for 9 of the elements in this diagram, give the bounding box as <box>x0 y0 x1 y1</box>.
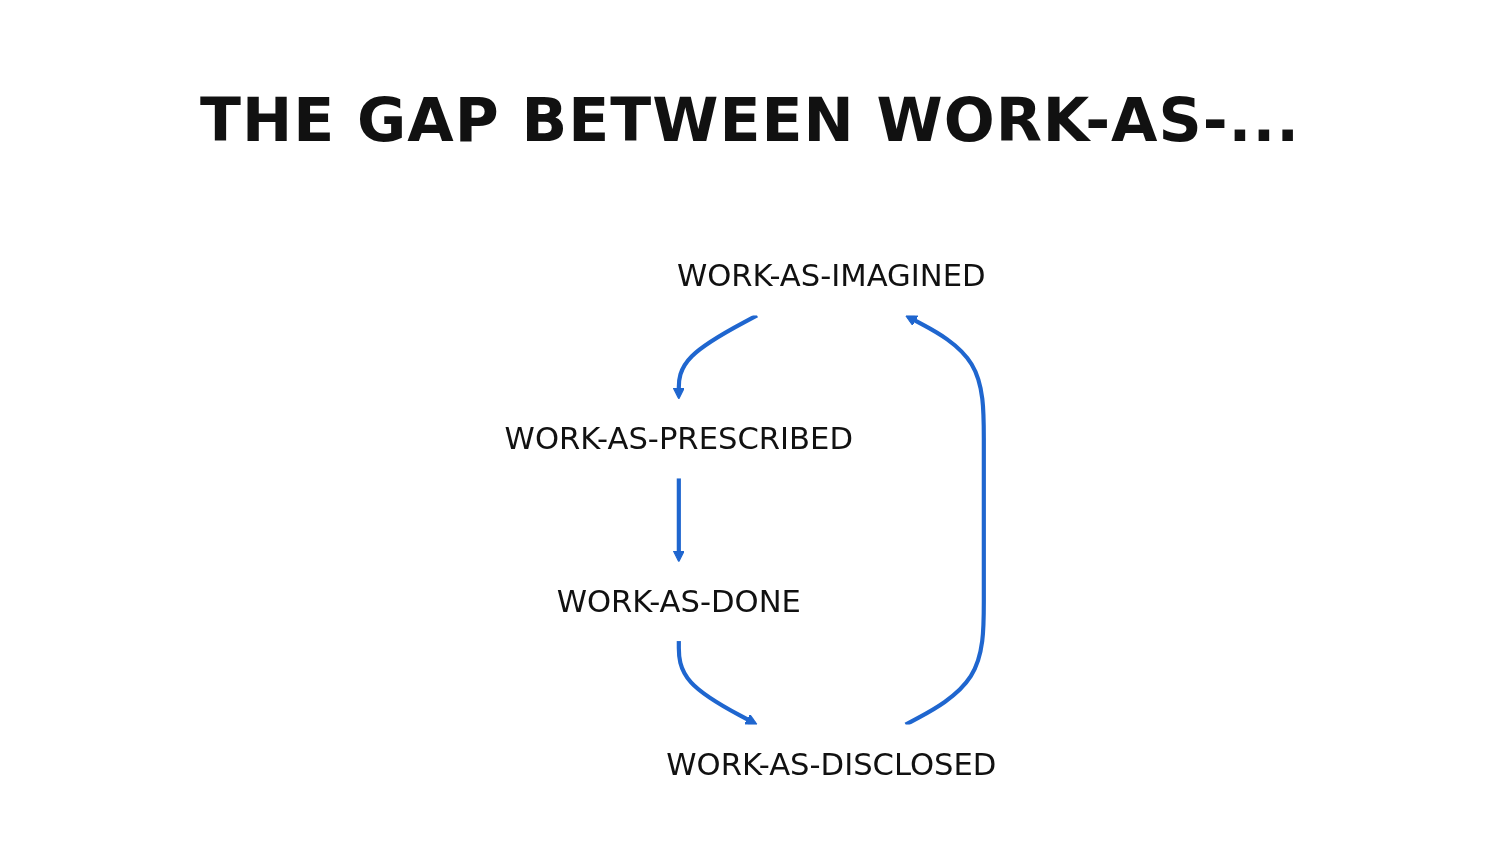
node-text: WORK-AS-DISCLOSED <box>665 746 996 782</box>
arrow <box>904 314 986 727</box>
node-text: WORK-AS-PRESCRIBED <box>504 421 853 456</box>
diagram-title: THE GAP BETWEEN WORK-AS-... <box>200 85 1300 155</box>
arrow <box>672 313 758 400</box>
arrow <box>672 478 685 563</box>
arrow <box>676 641 758 726</box>
node-text: WORK-AS-IMAGINED <box>676 258 986 294</box>
node-text: WORK-AS-DONE <box>556 584 801 619</box>
